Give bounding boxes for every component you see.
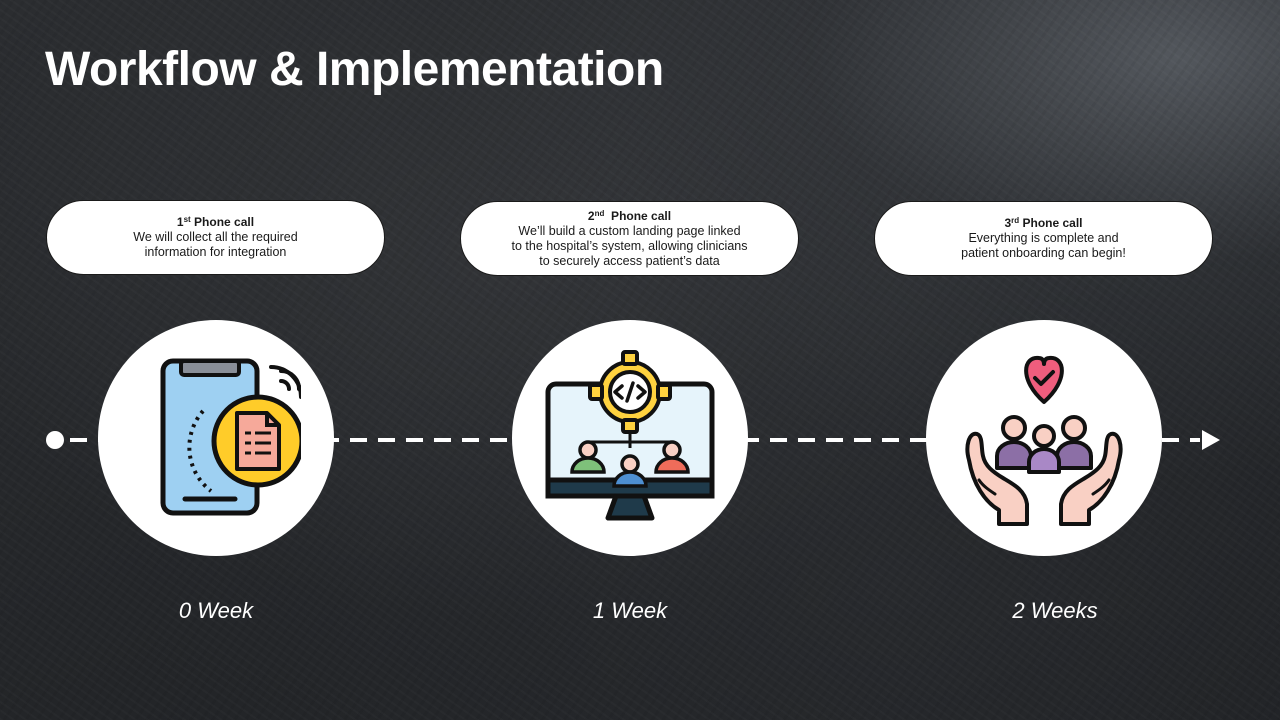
step-3-icon-circle xyxy=(926,320,1162,556)
step-1-duration: 0 Week xyxy=(178,598,254,623)
step-2-line-1: We’ll build a custom landing page linked xyxy=(518,223,741,238)
step-2-line-3: to securely access patient’s data xyxy=(539,253,720,268)
step-2-heading: 2nd Phone call xyxy=(587,208,672,223)
phone-document-icon xyxy=(160,358,301,516)
step-1-bubble: 1st Phone call We will collect all the r… xyxy=(46,200,385,275)
step-1-line-2: information for integration xyxy=(144,245,287,259)
timeline-arrow-head xyxy=(1202,430,1220,450)
step-3-heading: 3rd Phone call xyxy=(1004,216,1083,230)
step-3-line-1: Everything is complete and xyxy=(968,231,1119,245)
step-2-duration: 1 Week xyxy=(592,598,668,623)
step-1-line-1: We will collect all the required xyxy=(133,230,298,244)
hands-care-people-icon xyxy=(965,355,1123,526)
step-2-line-2: to the hospital’s system, allowing clini… xyxy=(511,238,748,253)
step-3-bubble: 3rd Phone call Everything is complete an… xyxy=(874,201,1213,276)
step-2-icon-circle xyxy=(512,320,748,556)
page-title: Workflow & Implementation xyxy=(45,43,664,96)
step-1-icon-circle xyxy=(98,320,334,556)
step-3-duration: 2 Weeks xyxy=(1012,598,1098,623)
step-3-line-2: patient onboarding can begin! xyxy=(961,246,1126,260)
step-2-bubble: 2nd Phone call We’ll build a custom land… xyxy=(460,201,799,276)
timeline-start-dot xyxy=(46,431,64,449)
computer-code-network-icon xyxy=(545,350,715,521)
step-1-heading: 1st Phone call xyxy=(176,215,255,229)
